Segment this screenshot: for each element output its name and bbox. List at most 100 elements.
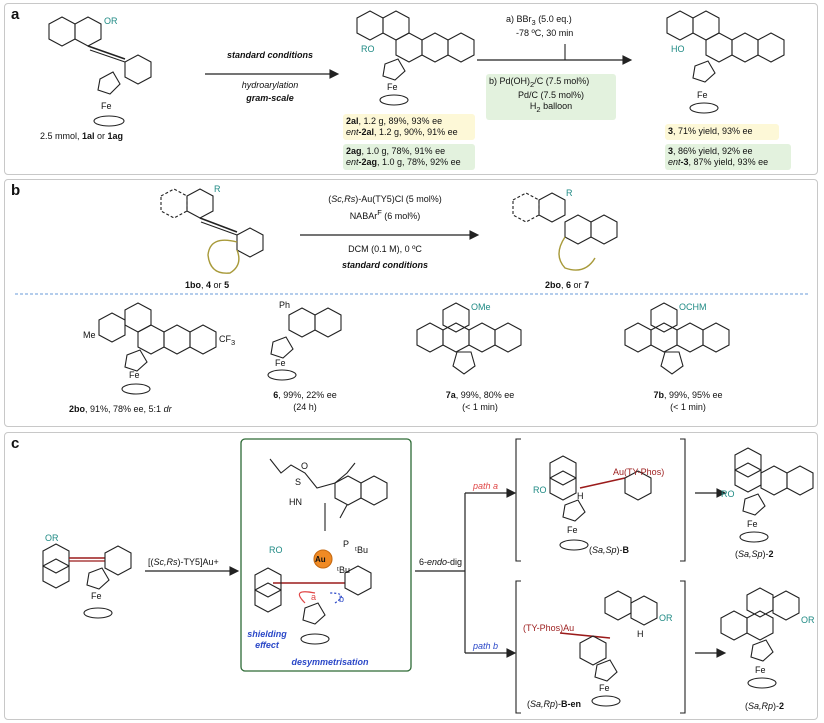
panel-a-structures xyxy=(48,10,785,127)
pa-fe-label: Fe xyxy=(747,519,758,529)
product-sa-rp-2-structure xyxy=(720,587,800,689)
fe-label-3: Fe xyxy=(697,90,708,100)
reagent-box-bbr3: a) BBr3 (5.0 eq.) -78 ºC, 30 min xyxy=(506,14,574,38)
au-sphere xyxy=(313,549,333,569)
pb-or-label: OR xyxy=(801,615,815,625)
bracket-b-left xyxy=(515,580,521,714)
ia-au-label: Au(TY-Phos) xyxy=(613,467,665,477)
caption-2bo: 2bo, 91%, 78% ee, 5:1 dr xyxy=(69,404,172,414)
me-label: Me xyxy=(83,330,96,340)
intermediate-ben-structure xyxy=(559,590,658,707)
bracket-a-right xyxy=(680,438,686,562)
ts-b-label: b xyxy=(339,594,345,604)
cond-b-line2: NABArF (6 mol%) xyxy=(349,208,421,221)
pa-caption: (Sa,Sp)-2 xyxy=(735,549,774,559)
yield-box-3-pd: 3, 86% yield, 92% ee ent-3, 87% yield, 9… xyxy=(665,144,791,170)
ib-au-label: (TY-Phos)Au xyxy=(523,623,575,633)
cf3-label: CF3 xyxy=(219,334,236,347)
reagent-c: [(Sc,Rs)-TY5]Au+ xyxy=(148,557,219,567)
r-label-prod-b: R xyxy=(566,188,573,198)
prod-caption-b: 2bo, 6 or 7 xyxy=(545,280,590,290)
alkyne-bond xyxy=(87,45,126,60)
sm-c-structure xyxy=(42,543,132,619)
ts-tbu2-label: ᵗBu xyxy=(337,565,350,575)
cond-hydroarylation: hydroarylation xyxy=(241,80,299,90)
shielding-effect-label: shielding effect xyxy=(247,629,287,650)
ome-label: OMe xyxy=(471,302,491,312)
caption-7a: 7a, 99%, 80% ee xyxy=(445,390,515,400)
path-b-label: path b xyxy=(473,641,499,651)
example-2bo-structure xyxy=(98,302,217,395)
fused-ring-dashed xyxy=(160,188,188,219)
cp-ring-bottom xyxy=(93,115,125,127)
or-label-sm-a: OR xyxy=(104,16,118,26)
ib-caption: (Sa,Rp)-B-en xyxy=(527,699,582,709)
panel-a-label: a xyxy=(11,6,20,23)
example-7b-structure xyxy=(624,302,730,375)
fe-label-sm-a: Fe xyxy=(101,101,112,111)
panel-c-structures xyxy=(42,438,814,714)
yield-box-3: 3, 71% yield, 93% ee xyxy=(665,124,779,140)
yield-box-2ag: 2ag, 1.0 g, 78%, 91% ee ent-2ag, 1.0 g, … xyxy=(343,144,475,170)
or-label-sm-c: OR xyxy=(45,533,59,543)
ib-or-label: OR xyxy=(659,613,673,623)
cond-b-line3: DCM (0.1 M), 0 ºC xyxy=(348,244,422,254)
product-sa-sp-2-structure xyxy=(734,447,814,543)
ochm-label: OCHM xyxy=(679,302,707,312)
ia-fe-label: Fe xyxy=(567,525,578,535)
fe-label-2al: Fe xyxy=(387,82,398,92)
pa-ro-label: RO xyxy=(721,489,735,499)
panel-b: b xyxy=(4,179,818,427)
product-2al-structure xyxy=(356,10,475,106)
product-2bo-structure xyxy=(512,192,618,271)
ts-ro-label: RO xyxy=(269,545,283,555)
ts-au-label: Au xyxy=(315,555,326,564)
ph-label: Ph xyxy=(279,300,291,310)
product-3-structure xyxy=(666,10,785,114)
cond-b-line1: (Sc,Rs)-Au(TY5)Cl (5 mol%) xyxy=(328,194,442,204)
cond-b-line4: standard conditions xyxy=(341,260,428,270)
ts-tbu1-label: ᵗBu xyxy=(355,545,368,555)
caption-6-time: (24 h) xyxy=(293,402,317,412)
benzene-sm-b xyxy=(186,188,214,219)
ts-p-label: P xyxy=(343,539,350,549)
caption-7b: 7b, 99%, 95% ee xyxy=(653,390,723,400)
ia-ro-label: RO xyxy=(533,485,547,495)
ts-frame xyxy=(240,438,412,672)
olive-ring-sm xyxy=(207,239,240,274)
cond-gram-scale: gram-scale xyxy=(246,93,294,103)
ib-h-label: H xyxy=(637,629,644,639)
caption-6: 6, 99%, 22% ee xyxy=(273,390,337,400)
ho-label-3: HO xyxy=(671,44,685,54)
ts-s-label: S xyxy=(295,477,302,487)
reagent-box-pd: b) Pd(OH)2/C (7.5 mol%) Pd/C (7.5 mol%) … xyxy=(486,74,616,120)
yield-box-2al: 2al, 1.2 g, 89%, 93% ee ent-2al, 1.2 g, … xyxy=(343,114,475,140)
sm-caption-a: 2.5 mmol, 1al or 1ag xyxy=(40,131,124,141)
panel-b-structures xyxy=(15,188,809,395)
ts-a-label: a xyxy=(311,592,317,602)
cond-standard-a: standard conditions xyxy=(226,50,313,60)
cp-ring-top xyxy=(97,71,121,95)
naphthalene-sm-a xyxy=(48,16,102,47)
fe-label-6: Fe xyxy=(275,358,286,368)
desymmetrisation-label: desymmetrisation xyxy=(291,657,369,667)
endo-dig-label: 6-endo-dig xyxy=(419,557,463,567)
caption-7a-time: (< 1 min) xyxy=(462,402,498,412)
attack-arrow-a xyxy=(298,591,316,604)
benzene-ring xyxy=(124,54,152,85)
r-label-sm-b: R xyxy=(214,184,221,194)
pb-fe-label: Fe xyxy=(755,665,766,675)
fe-label-2bo: Fe xyxy=(129,370,140,380)
panel-c-label: c xyxy=(11,435,20,452)
panel-a: a xyxy=(4,3,818,175)
panel-b-label: b xyxy=(11,182,21,199)
panel-c: c xyxy=(4,432,818,720)
bracket-b-right xyxy=(680,580,686,714)
bracket-a-left xyxy=(515,438,521,562)
ia-caption: (Sa,Sp)-B xyxy=(589,545,630,555)
intermediate-b-structure xyxy=(549,455,652,551)
example-7a-structure xyxy=(416,302,522,375)
caption-7b-time: (< 1 min) xyxy=(670,402,706,412)
ro-label-2al: RO xyxy=(361,44,375,54)
path-a-label: path a xyxy=(473,481,499,491)
